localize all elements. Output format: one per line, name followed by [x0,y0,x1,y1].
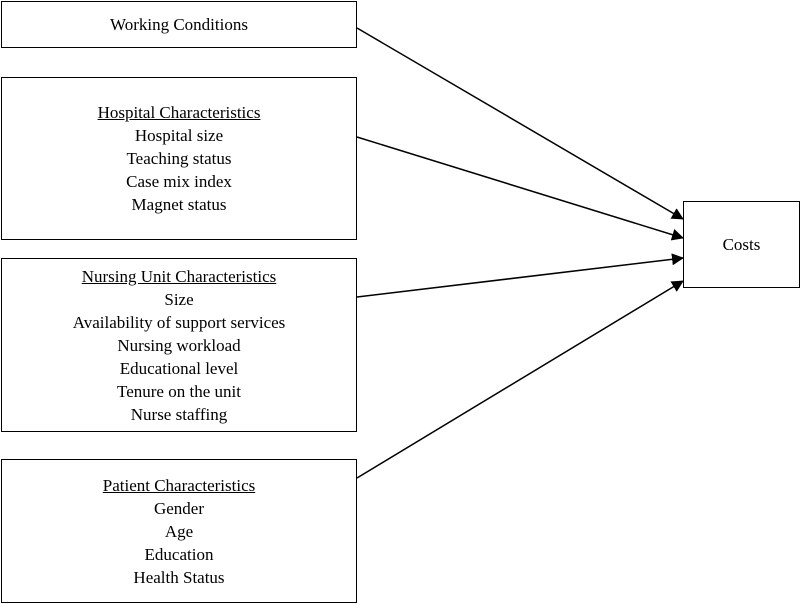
patient-characteristics-title: Patient Characteristics [102,475,256,495]
arrow-patient-to-costs [356,280,684,479]
nursing-unit-item: Nursing workload [117,335,241,355]
arrow-unit-to-costs [356,253,684,298]
hospital-characteristics-box: Hospital Characteristics Hospital size T… [1,77,357,240]
patient-item: Age [164,521,194,541]
hospital-item: Hospital size [134,126,224,145]
patient-item: Gender [153,498,205,518]
nursing-unit-item: Tenure on the unit [117,381,241,401]
arrow-hospital-to-costs [356,136,684,241]
hospital-characteristics-title: Hospital Characteristics [97,103,261,122]
patient-item: Health Status [133,567,225,587]
working-conditions-label: Working Conditions [110,15,248,34]
nursing-unit-item: Size [164,289,194,309]
costs-label: Costs [722,235,761,254]
hospital-item: Teaching status [126,149,232,168]
arrow-working-to-costs [356,27,684,220]
nursing-unit-characteristics-box: Nursing Unit Characteristics Size Availa… [1,258,357,432]
costs-box: Costs [683,201,800,288]
patient-characteristics-box: Patient Characteristics Gender Age Educa… [1,459,357,603]
hospital-item: Magnet status [131,195,227,214]
nursing-unit-item: Educational level [119,358,239,378]
hospital-item: Case mix index [126,172,232,191]
nursing-unit-item: Nurse staffing [130,404,228,424]
working-conditions-box: Working Conditions [1,1,357,48]
patient-item: Education [144,544,214,564]
nursing-unit-characteristics-title: Nursing Unit Characteristics [81,266,277,286]
nursing-unit-item: Availability of support services [72,312,286,332]
